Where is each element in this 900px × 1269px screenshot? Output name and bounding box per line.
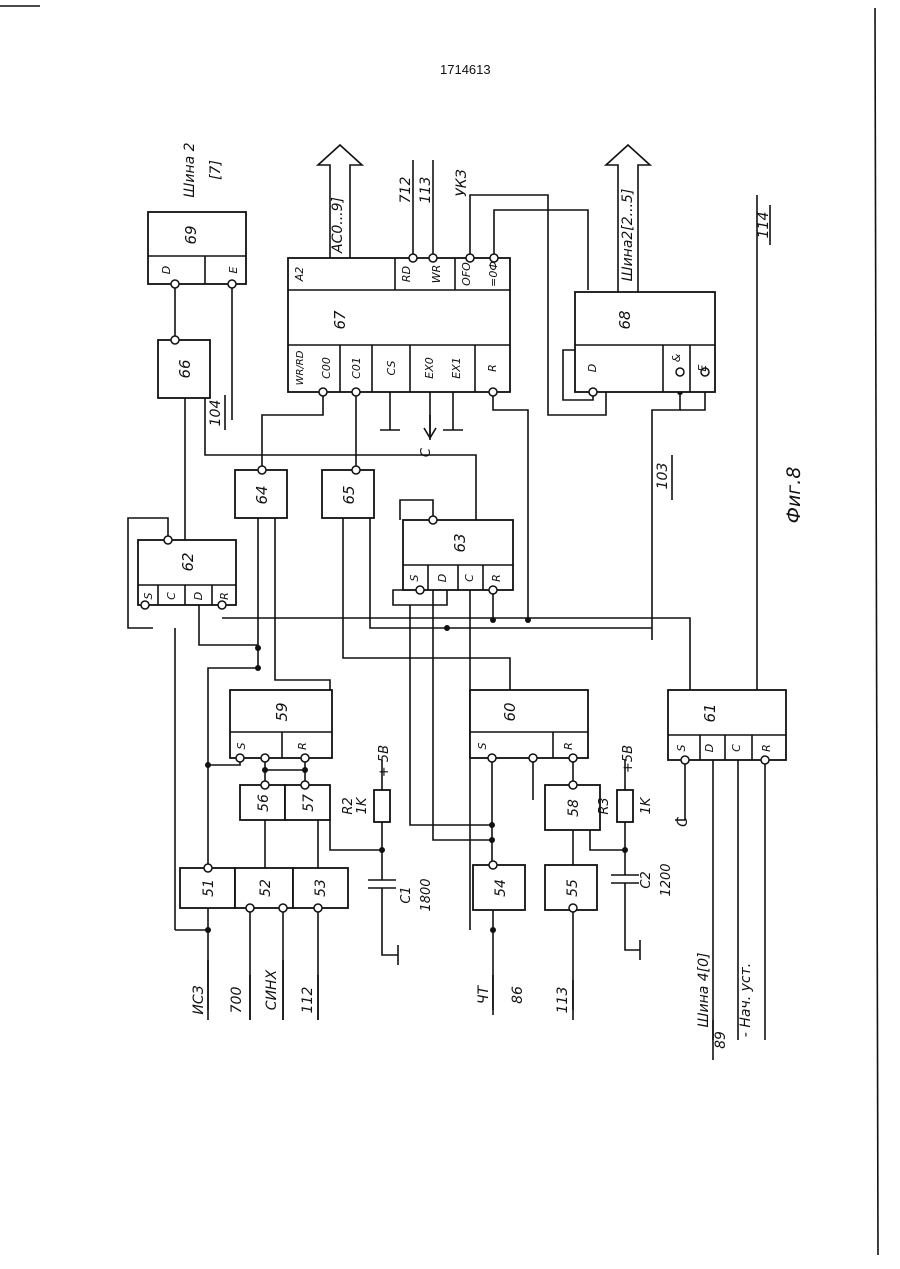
pin-60-s: S bbox=[476, 742, 489, 749]
c1-value: 1800 bbox=[419, 878, 434, 911]
label-113-top: 113 bbox=[418, 177, 434, 204]
pin-69-e: E bbox=[227, 266, 240, 273]
block-68 bbox=[575, 292, 715, 392]
pin-62-r: R bbox=[218, 592, 231, 600]
label-c-in: C bbox=[675, 817, 691, 827]
resistor-r3 bbox=[617, 790, 633, 822]
pin-68-e: E bbox=[696, 364, 709, 371]
pin-67-wr: WR bbox=[430, 265, 443, 284]
pin-62-c: C bbox=[165, 592, 178, 600]
label-nach: - Нач. уст. bbox=[738, 963, 754, 1037]
component-labels: R2 1K + 5В C1 1800 R3 1K +5В C2 1200 C bbox=[341, 447, 674, 911]
pin-59-s: S bbox=[235, 742, 248, 749]
pin-62-s: S bbox=[142, 592, 155, 599]
page-edge-line bbox=[875, 8, 878, 1255]
pin-60-r: R bbox=[562, 742, 575, 750]
block-label-58: 58 bbox=[566, 799, 582, 817]
block-label-64: 64 bbox=[253, 485, 271, 504]
pin-63-s: S bbox=[408, 574, 421, 581]
r3-value: 1K bbox=[639, 796, 654, 814]
label-ukz: УКЗ bbox=[454, 169, 470, 196]
clock-c-label: C bbox=[419, 447, 434, 457]
block-label-57: 57 bbox=[301, 794, 317, 812]
block-label-68: 68 bbox=[616, 310, 634, 329]
r2-name: R2 bbox=[341, 797, 356, 814]
r3-name: R3 bbox=[597, 797, 612, 814]
supply-1: + 5В bbox=[377, 745, 392, 777]
pin-61-c: C bbox=[730, 744, 743, 752]
block-label-56: 56 bbox=[256, 794, 272, 812]
label-104: 104 bbox=[208, 400, 224, 427]
pin-63-d: D bbox=[436, 574, 449, 582]
block-label-55: 55 bbox=[565, 879, 581, 897]
figure-caption: Фиг.8 bbox=[783, 467, 805, 524]
block-label-67: 67 bbox=[331, 310, 349, 330]
c1-name: C1 bbox=[399, 886, 414, 903]
label-bus2-index: [7] bbox=[208, 160, 224, 180]
block-label-63: 63 bbox=[451, 533, 469, 552]
label-89: 89 bbox=[713, 1031, 729, 1049]
pin-61-s: S bbox=[675, 744, 688, 751]
block-label-54: 54 bbox=[493, 879, 509, 897]
block-label-60: 60 bbox=[501, 702, 519, 721]
block-label-69: 69 bbox=[182, 225, 200, 244]
block-label-66: 66 bbox=[176, 359, 194, 378]
pin-67-a2: A2 bbox=[293, 267, 306, 283]
label-isz: ИСЗ bbox=[191, 985, 207, 1014]
pin-67-ofo: OFO bbox=[460, 262, 473, 286]
pin-61-d: D bbox=[703, 744, 716, 752]
pin-59-r: R bbox=[296, 742, 309, 750]
label-700: 700 bbox=[229, 987, 245, 1014]
resistor-r2 bbox=[374, 790, 390, 822]
r2-value: 1K bbox=[355, 796, 370, 814]
c2-value: 1200 bbox=[659, 863, 674, 896]
block-label-65: 65 bbox=[340, 485, 358, 504]
label-103: 103 bbox=[655, 463, 671, 490]
label-bus4: Шина 4[0] bbox=[696, 953, 712, 1028]
pin-67-ex0: EX0 bbox=[423, 357, 436, 378]
label-bus2: Шина 2 bbox=[182, 142, 198, 197]
block-label-62: 62 bbox=[179, 552, 197, 571]
pin-63-r: R bbox=[490, 574, 503, 582]
pin-69-d: D bbox=[160, 266, 173, 274]
label-712: 712 bbox=[398, 177, 414, 204]
label-113: 113 bbox=[555, 987, 571, 1014]
pin-67-eq0: =0Ф bbox=[487, 261, 500, 287]
c2-name: C2 bbox=[639, 871, 654, 888]
block-label-52: 52 bbox=[258, 879, 274, 897]
block-label-53: 53 bbox=[313, 879, 329, 897]
pin-68-and: & bbox=[670, 353, 683, 362]
pin-61-r: R bbox=[760, 744, 773, 752]
pin-67-wrrd: WR/RD bbox=[295, 350, 306, 385]
pin-68-d: D bbox=[586, 364, 599, 372]
block-label-61: 61 bbox=[701, 703, 719, 722]
pin-67-c00: C00 bbox=[320, 357, 333, 379]
supply-2: +5В bbox=[621, 745, 636, 773]
label-cht: ЧТ bbox=[476, 984, 492, 1004]
pin-62-d: D bbox=[192, 592, 205, 600]
pin-63-c: C bbox=[463, 574, 476, 582]
label-bus-aco: AC0...9] bbox=[330, 197, 346, 254]
pin-67-cs: CS bbox=[385, 361, 398, 376]
pin-67-ex1: EX1 bbox=[450, 357, 463, 378]
block-label-51: 51 bbox=[201, 879, 217, 897]
pin-67-c01: C01 bbox=[350, 357, 363, 379]
label-sinh: СИНХ bbox=[264, 969, 280, 1010]
pin-67-rd: RD bbox=[400, 266, 413, 282]
block-label-59: 59 bbox=[273, 702, 291, 721]
clock-arrow bbox=[424, 415, 436, 438]
label-bus2-2-5: Шина2[2...5] bbox=[620, 189, 636, 282]
pin-67-r: R bbox=[486, 364, 499, 372]
label-112: 112 bbox=[300, 987, 316, 1014]
label-86: 86 bbox=[510, 986, 526, 1004]
